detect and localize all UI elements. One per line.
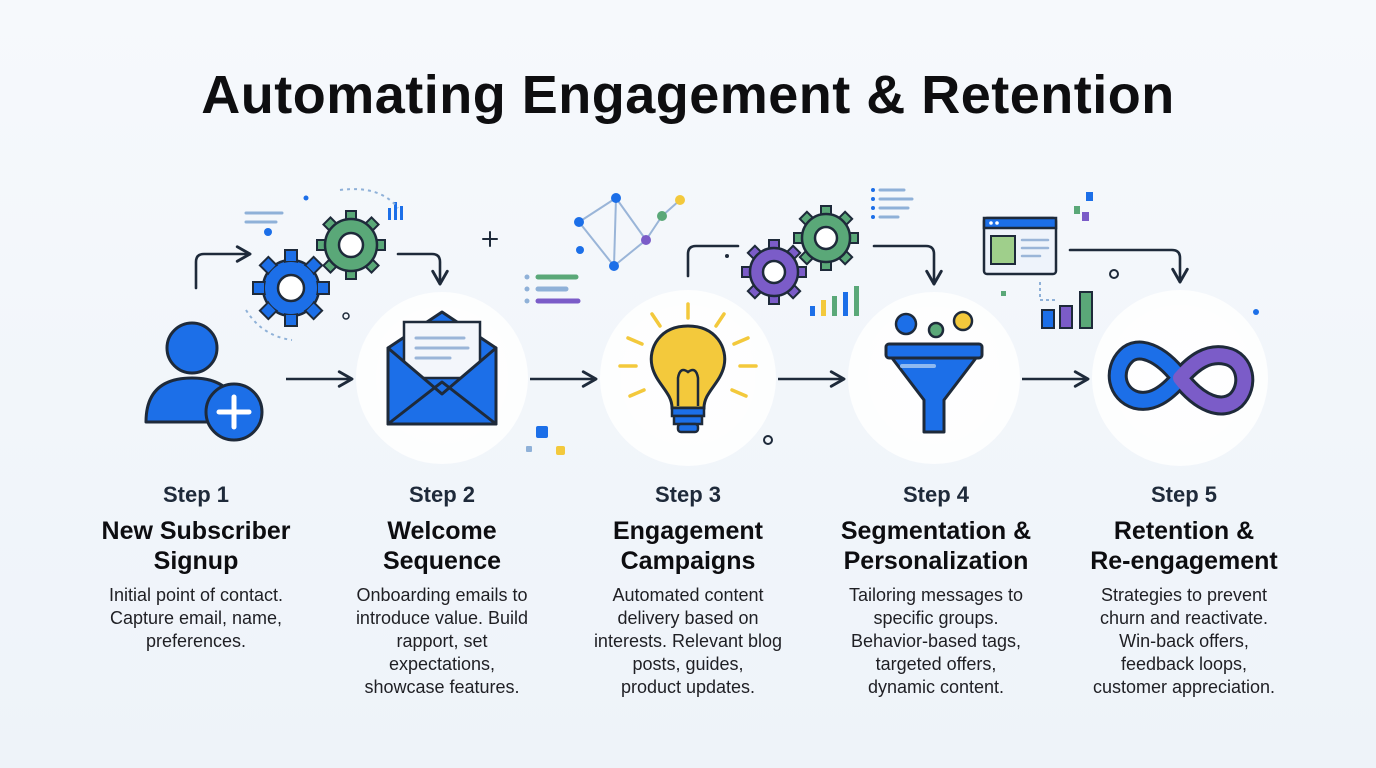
plus-icon <box>482 231 498 247</box>
desc-line: specific groups. <box>873 608 999 628</box>
step-description: Initial point of contact. Capture email,… <box>66 584 326 653</box>
infinity-icon <box>1107 340 1255 416</box>
step-title-line2: Signup <box>153 547 239 575</box>
desc-line: interests. Relevant blog <box>593 631 783 651</box>
step-1: Step 1 New Subscriber Signup Initial poi… <box>66 482 326 653</box>
curved-arrows <box>194 244 1189 290</box>
decor-squares <box>526 426 773 455</box>
desc-line: customer appreciation. <box>1092 677 1276 697</box>
desc-line: Strategies to prevent <box>1100 585 1268 605</box>
step-title-line2: Personalization <box>843 547 1029 575</box>
desc-line: rapport, set <box>396 631 488 651</box>
step-title: Engagement Campaigns <box>558 516 818 576</box>
step-description: Onboarding emails to introduce value. Bu… <box>312 584 572 699</box>
add-user-icon <box>144 321 264 442</box>
step-5: Step 5 Retention & Re-engagement Strateg… <box>1054 482 1314 699</box>
desc-line: Automated content <box>612 585 764 605</box>
step-title: Welcome Sequence <box>312 516 572 576</box>
network-icon <box>574 193 685 271</box>
desc-line: Win-back offers, <box>1119 631 1249 651</box>
step-description: Tailoring messages to specific groups. B… <box>806 584 1066 699</box>
step-title-line1: Engagement <box>612 517 764 545</box>
desc-line: showcase features. <box>364 677 520 697</box>
gears-icon-2 <box>725 188 914 316</box>
desc-line: feedback loops, <box>1120 654 1248 674</box>
diagram-title: Automating Engagement & Retention <box>201 65 1175 125</box>
step-number: Step 1 <box>162 482 230 507</box>
desc-line: product updates. <box>620 677 756 697</box>
desc-line: Behavior-based tags, <box>850 631 1022 651</box>
desc-line: Initial point of contact. <box>108 585 284 605</box>
step-title-line1: Segmentation & <box>840 517 1032 545</box>
desc-line: expectations, <box>388 654 496 674</box>
step-number: Step 2 <box>408 482 476 507</box>
desc-line: Capture email, name, <box>109 608 283 628</box>
step-3: Step 3 Engagement Campaigns Automated co… <box>558 482 818 699</box>
step-4: Step 4 Segmentation & Personalization Ta… <box>806 482 1066 699</box>
desc-line: Onboarding emails to <box>356 585 528 605</box>
step-title-line2: Re-engagement <box>1090 547 1278 575</box>
envelope-icon <box>386 310 498 426</box>
desc-line: dynamic content. <box>867 677 1005 697</box>
step-title-line2: Campaigns <box>620 547 756 575</box>
step-description: Strategies to prevent churn and reactiva… <box>1054 584 1314 699</box>
gears-icon-1 <box>244 188 403 341</box>
list-bars-icon <box>524 274 581 304</box>
step-title: Retention & Re-engagement <box>1054 516 1314 576</box>
dashboard-icon <box>982 192 1259 329</box>
step-number: Step 4 <box>902 482 970 507</box>
step-title: New Subscriber Signup <box>66 516 326 576</box>
step-title-line1: Retention & <box>1113 517 1255 545</box>
step-title-line1: Welcome <box>387 517 497 545</box>
desc-line: introduce value. Build <box>355 608 529 628</box>
step-description: Automated content delivery based on inte… <box>558 584 818 699</box>
step-number: Step 3 <box>654 482 722 507</box>
desc-line: churn and reactivate. <box>1099 608 1269 628</box>
step-title: Segmentation & Personalization <box>806 516 1066 576</box>
desc-line: delivery based on <box>617 608 759 628</box>
desc-line: targeted offers, <box>875 654 997 674</box>
funnel-icon <box>884 310 984 434</box>
desc-line: posts, guides, <box>632 654 744 674</box>
step-number: Step 5 <box>1150 482 1218 507</box>
desc-line: preferences. <box>145 631 247 651</box>
desc-line: Tailoring messages to <box>848 585 1024 605</box>
step-title-line1: New Subscriber <box>101 517 291 545</box>
step-title-line2: Sequence <box>382 547 502 575</box>
lightbulb-icon <box>618 302 758 434</box>
step-2: Step 2 Welcome Sequence Onboarding email… <box>312 482 572 699</box>
